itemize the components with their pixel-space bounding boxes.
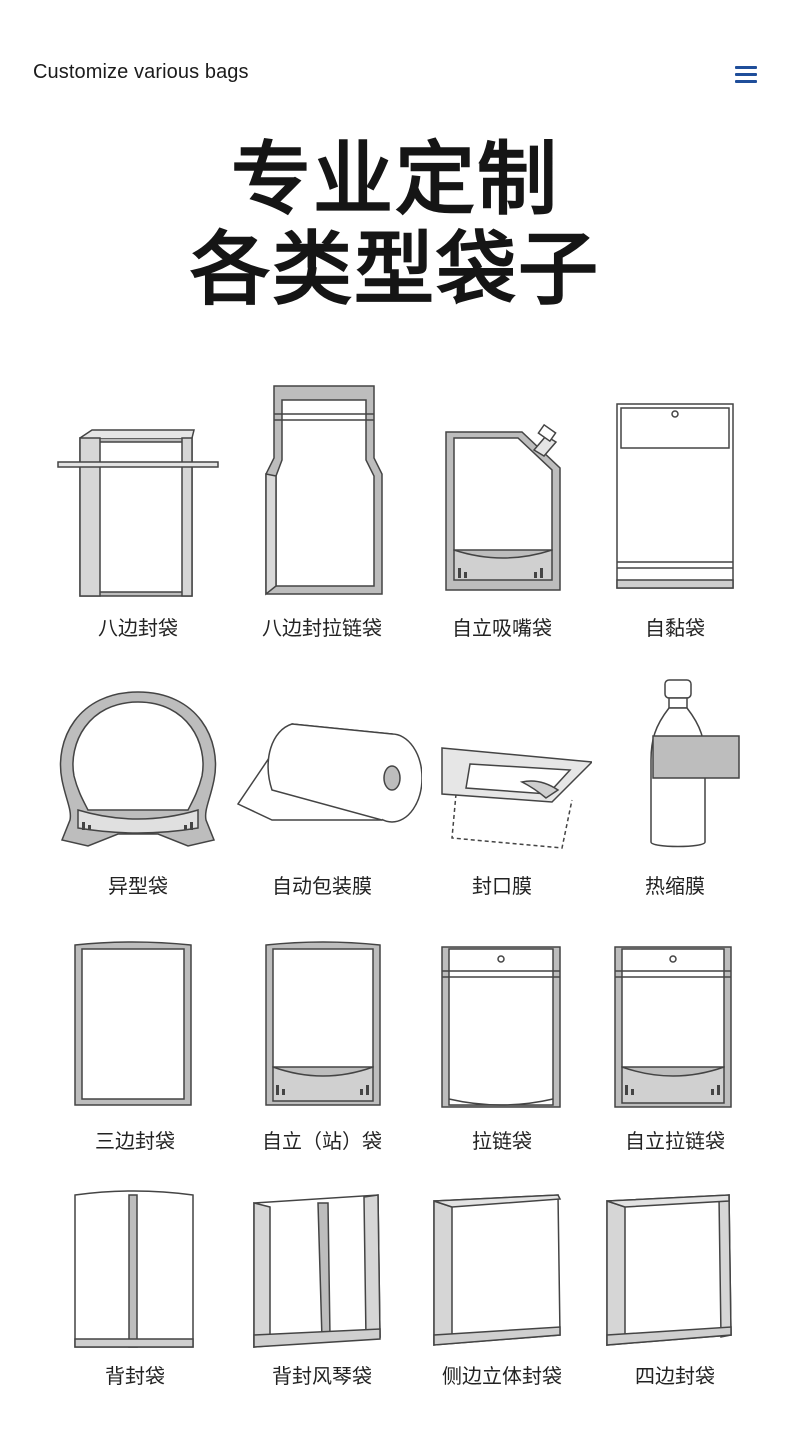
- bag-label: 自立（站）袋: [262, 1129, 382, 1153]
- bag-item-zipper: 拉链袋: [412, 935, 592, 1160]
- bag-label: 封口膜: [472, 874, 532, 898]
- bag-item-stand-up-zipper: 自立拉链袋: [585, 935, 765, 1160]
- bag-item-four-side: 四边封袋: [585, 1185, 765, 1395]
- bag-label: 八边封袋: [98, 616, 178, 640]
- shrink-film-bottle-icon: [650, 679, 740, 848]
- bag-item-spout-pouch: 自立吸嘴袋: [412, 380, 592, 645]
- bag-label: 四边封袋: [635, 1364, 715, 1388]
- eight-side-seal-bag-icon: [57, 429, 219, 597]
- side-gusset-bag-icon: [433, 1194, 562, 1346]
- bag-item-sealing-film: 封口膜: [412, 670, 592, 900]
- bag-item-eight-side: 八边封袋: [48, 380, 228, 645]
- bag-item-eight-side-zipper: 八边封拉链袋: [232, 380, 412, 645]
- bag-item-three-side: 三边封袋: [45, 935, 225, 1160]
- eight-side-zipper-bag-icon: [265, 385, 383, 596]
- three-side-seal-bag-icon: [74, 941, 192, 1106]
- self-adhesive-bag-icon: [616, 403, 734, 589]
- bag-label: 异型袋: [108, 874, 168, 898]
- hamburger-menu-icon[interactable]: [730, 62, 760, 88]
- bag-label: 三边封袋: [95, 1129, 175, 1153]
- bag-label: 自立拉链袋: [625, 1129, 725, 1153]
- shaped-bag-icon: [59, 691, 217, 847]
- stand-up-zipper-bag-icon: [614, 946, 732, 1108]
- brand-title: Customize various bags: [33, 61, 249, 83]
- stand-up-pouch-icon: [265, 941, 381, 1106]
- spout-pouch-icon: [445, 423, 561, 591]
- bag-item-stand-up: 自立（站）袋: [232, 935, 412, 1160]
- bag-item-self-adhesive: 自黏袋: [585, 380, 765, 645]
- bag-item-shaped: 异型袋: [48, 670, 228, 900]
- back-seal-gusset-bag-icon: [253, 1194, 381, 1348]
- bag-label: 拉链袋: [472, 1129, 532, 1153]
- bag-label: 自立吸嘴袋: [452, 616, 552, 640]
- hero-title-line1: 专业定制: [231, 133, 559, 226]
- sealing-film-icon: [441, 747, 592, 849]
- four-side-seal-bag-icon: [606, 1194, 732, 1346]
- bag-label: 自黏袋: [645, 616, 705, 640]
- bag-item-film-roll: 自动包装膜: [232, 670, 422, 900]
- bag-label: 自动包装膜: [272, 874, 372, 898]
- bag-item-back-seal: 背封袋: [45, 1185, 225, 1395]
- zipper-bag-icon: [441, 946, 561, 1108]
- bag-item-side-gusset: 侧边立体封袋: [412, 1185, 592, 1395]
- bag-label: 侧边立体封袋: [442, 1364, 562, 1388]
- bag-item-shrink-film: 热缩膜: [585, 670, 765, 900]
- bag-label: 热缩膜: [645, 874, 705, 898]
- bag-label: 背封袋: [105, 1364, 165, 1388]
- bag-item-back-seal-gusset: 背封风琴袋: [232, 1185, 412, 1395]
- hero-title-line2: 各类型袋子: [190, 223, 600, 316]
- top-bar: Customize various bags: [0, 0, 790, 140]
- bag-label: 八边封拉链袋: [262, 616, 382, 640]
- packaging-film-roll-icon: [236, 723, 422, 823]
- bag-label: 背封风琴袋: [272, 1364, 372, 1388]
- back-seal-bag-icon: [74, 1190, 194, 1348]
